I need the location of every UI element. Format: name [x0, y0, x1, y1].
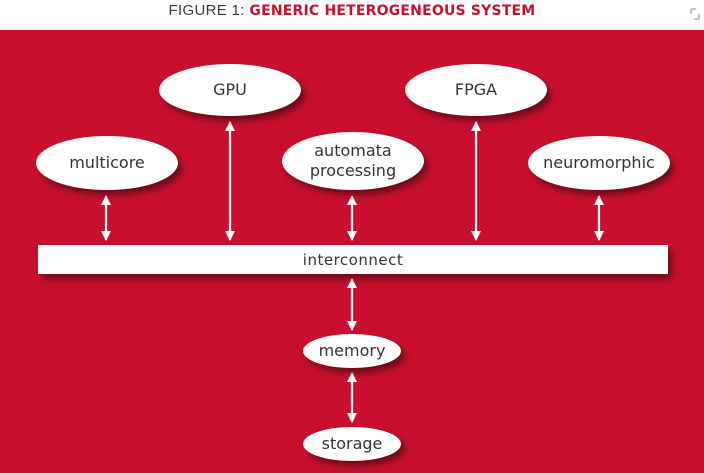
neuromorphic-node: neuromorphic: [528, 136, 670, 190]
automata-processing-node: automata processing: [282, 132, 424, 190]
expand-icon[interactable]: [690, 8, 700, 20]
interconnect-bus: interconnect: [38, 245, 668, 274]
figure-title: FIGURE 1: GENERIC HETEROGENEOUS SYSTEM: [0, 1, 704, 20]
multicore-node: multicore: [36, 136, 178, 190]
figure-label: FIGURE 1:: [168, 2, 245, 19]
figure-name: GENERIC HETEROGENEOUS SYSTEM: [249, 3, 536, 19]
memory-node: memory: [303, 334, 401, 368]
figure-header: FIGURE 1: GENERIC HETEROGENEOUS SYSTEM: [0, 0, 704, 30]
gpu-node: GPU: [159, 64, 301, 116]
storage-node: storage: [303, 427, 401, 461]
fpga-node: FPGA: [405, 64, 547, 116]
